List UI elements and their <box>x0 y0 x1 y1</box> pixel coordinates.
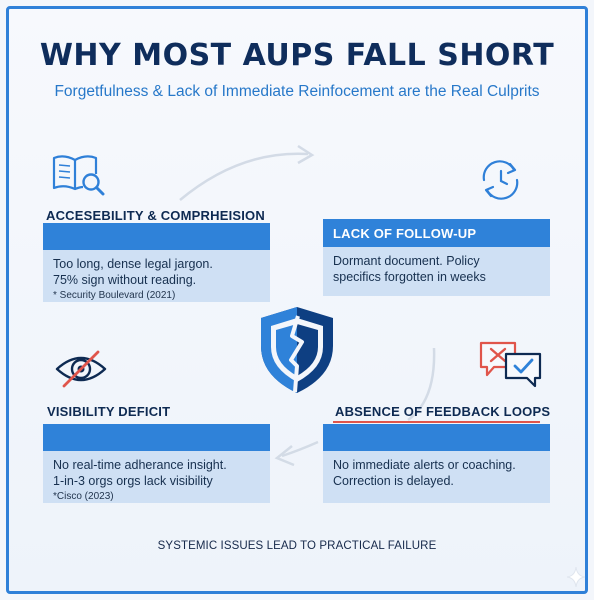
card-feedback-line-2: Correction is delayed. <box>333 474 454 488</box>
card-follow-up-body: Dormant document. Policy specifics forgo… <box>323 247 550 296</box>
card-accessibility-bar <box>43 223 270 250</box>
card-feedback-underline <box>333 421 540 423</box>
chat-check-x-icon <box>479 341 542 388</box>
arc-top-arrowhead <box>297 144 315 165</box>
arc-bottom <box>281 440 319 458</box>
card-visibility-bar <box>43 424 270 451</box>
arc-right <box>407 347 436 422</box>
card-follow-up-bar-label: LACK OF FOLLOW-UP <box>333 226 477 241</box>
clock-refresh-icon <box>482 160 519 200</box>
card-feedback-line-1: No immediate alerts or coaching. <box>333 458 516 472</box>
card-accessibility-heading: ACCESEBILITY & COMPRHEISION <box>46 208 265 223</box>
book-magnifier-icon <box>52 155 105 196</box>
card-visibility-line-1: No real-time adherance insight. <box>53 458 227 472</box>
broken-shield-icon <box>261 307 333 393</box>
card-follow-up-line-1: Dormant document. Policy <box>333 254 480 268</box>
card-accessibility-body: Too long, dense legal jargon. 75% sign w… <box>43 250 270 302</box>
card-feedback-heading: ABSENCE OF FEEDBACK LOOPS <box>335 404 551 419</box>
eye-slash-icon <box>55 350 107 388</box>
card-feedback-body: No immediate alerts or coaching. Correct… <box>323 451 550 503</box>
page-title: WHY MOST AUPS FALL SHORT <box>39 38 555 73</box>
card-visibility-body: No real-time adherance insight. 1-in-3 o… <box>43 451 270 503</box>
card-visibility-heading: VISIBILITY DEFICIT <box>47 404 171 419</box>
card-follow-up-bar: LACK OF FOLLOW-UP <box>323 219 550 247</box>
card-visibility-citation: *Cisco (2023) <box>53 491 114 502</box>
card-accessibility-line-2: 75% sign without reading. <box>53 273 197 287</box>
card-visibility-line-2: 1-in-3 orgs orgs lack visibility <box>53 474 213 488</box>
arc-top <box>179 152 309 201</box>
card-feedback-bar <box>323 424 550 451</box>
sparkle-icon <box>566 566 586 588</box>
footer-caption: SYSTEMIC ISSUES LEAD TO PRACTICAL FAILUR… <box>157 540 437 552</box>
arc-bottom-arrowhead <box>274 445 295 467</box>
card-accessibility-citation: * Security Boulevard (2021) <box>53 290 176 301</box>
card-accessibility-line-1: Too long, dense legal jargon. <box>53 257 213 271</box>
page-subtitle: Forgetfulness & Lack of Immediate Reinfo… <box>54 83 540 100</box>
card-follow-up-line-2: specifics forgotten in weeks <box>333 270 486 284</box>
